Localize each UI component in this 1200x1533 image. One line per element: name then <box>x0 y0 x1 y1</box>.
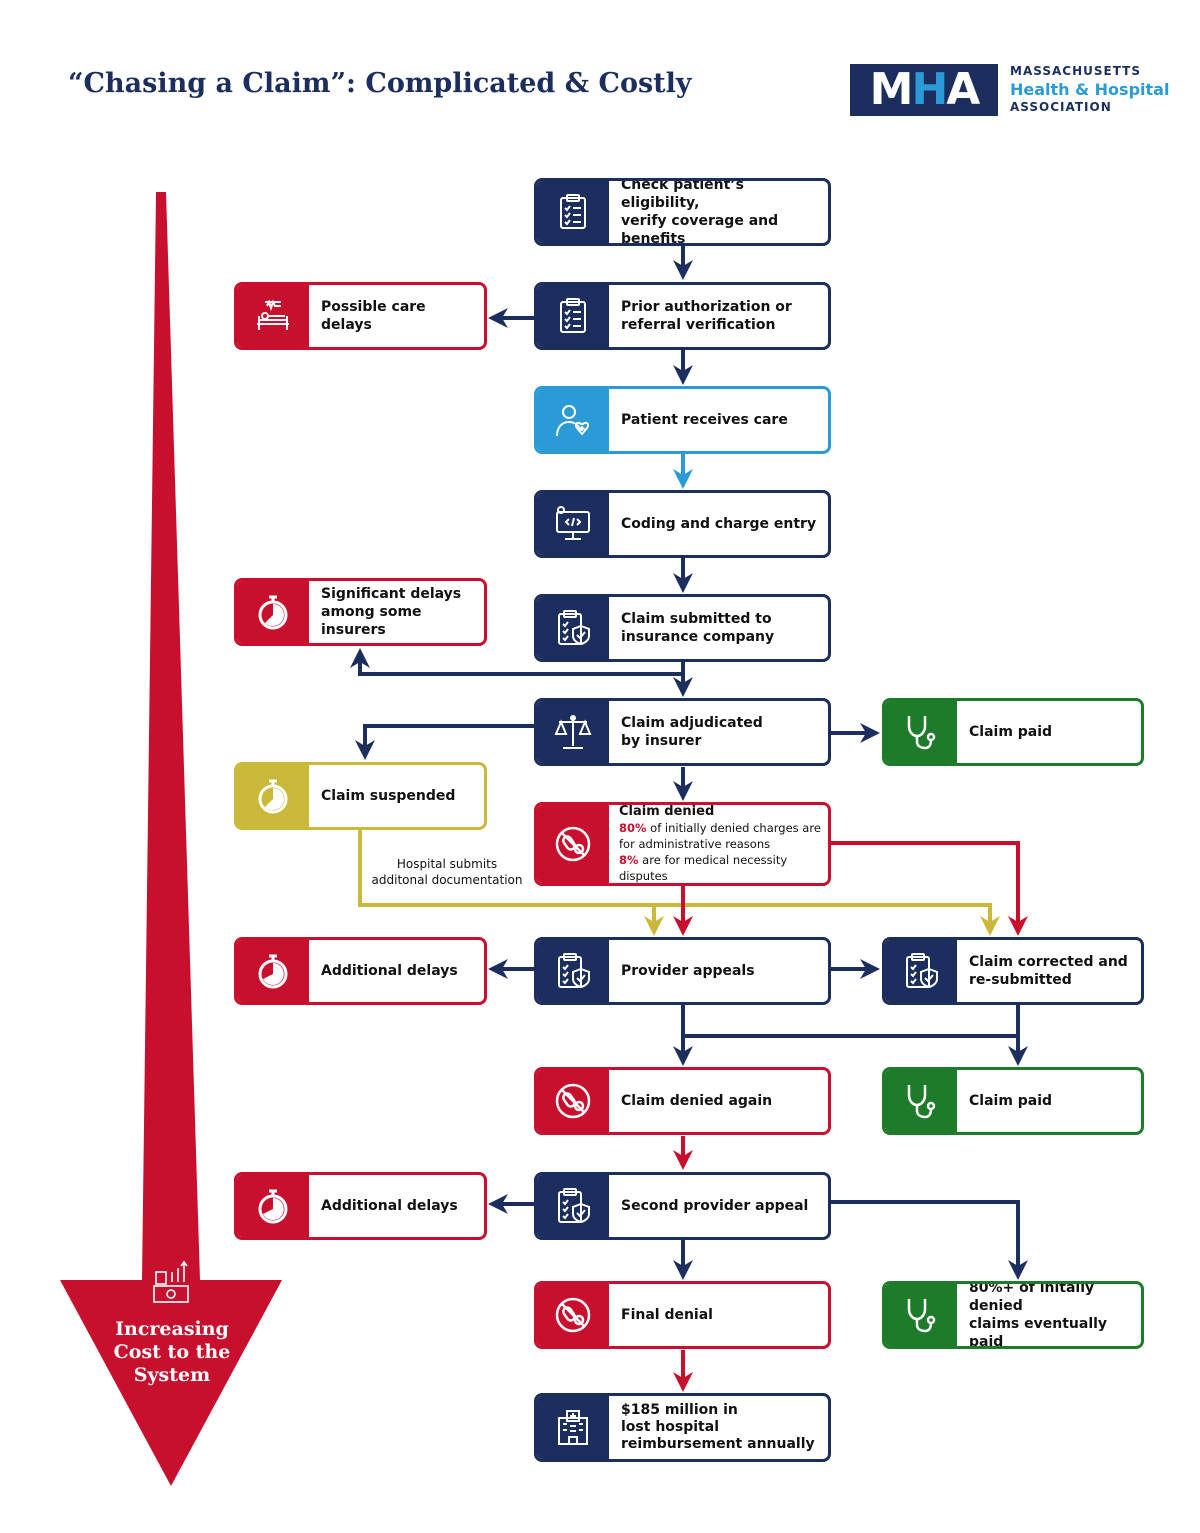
step-lost-line3: reimbursement annually <box>621 1436 815 1452</box>
logo-text: MASSACHUSETTS Health & Hospital ASSOCIAT… <box>1010 64 1169 115</box>
logo-line-1: MASSACHUSETTS <box>1010 64 1141 78</box>
step-additional-delays-2-line1: Additional delays <box>321 1198 458 1214</box>
step-provider-appeals-line1: Provider appeals <box>621 963 755 979</box>
stopwatch-icon <box>258 954 288 989</box>
step-significant-delays: Significant delays among some insurers <box>234 578 487 646</box>
stopwatch-icon <box>258 779 288 814</box>
step-claim-paid-1-line1: Claim paid <box>969 724 1053 740</box>
clipboard-shield-icon <box>558 953 590 989</box>
no-pills-icon <box>555 826 591 862</box>
cost-arrow-label: Increasing Cost to the System <box>92 1318 252 1387</box>
page-title: “Chasing a Claim”: Complicated & Costly <box>68 68 692 99</box>
step-eventually-paid-line1: 80%+ of initally denied <box>969 1281 1095 1314</box>
step-significant-delays-line1: Significant delays <box>321 586 462 602</box>
step-submitted-line2: insurance company <box>621 629 775 645</box>
step-significant-delays-line2: among some insurers <box>321 604 422 638</box>
clipboard-checklist-icon <box>560 298 586 333</box>
money-stack-icon <box>153 1260 189 1303</box>
step-eventually-paid-line2: claims eventually paid <box>969 1316 1108 1349</box>
step-eligibility: Check patient’s eligibility,verify cover… <box>534 178 831 246</box>
step-claim-denied-again-line1: Claim denied again <box>621 1093 773 1109</box>
step-submitted-line1: Claim submitted to <box>621 611 772 627</box>
clipboard-shield-icon <box>558 610 590 646</box>
clipboard-shield-icon <box>558 1188 590 1224</box>
no-pills-icon <box>555 1083 591 1119</box>
step-adjudicated-line2: by insurer <box>621 733 702 749</box>
step-receives-care-line1: Patient receives care <box>621 412 788 428</box>
documentation-note: Hospital submits additonal documentation <box>362 856 532 888</box>
denied-stat-admin: 80% of initially denied charges are for … <box>619 820 826 852</box>
cost-arrow <box>60 192 282 1486</box>
denied-stat-medical: 8% are for medical necessity disputes <box>619 852 826 883</box>
step-adjudicated: Claim adjudicated by insurer <box>534 698 831 766</box>
clipboard-checklist-icon <box>560 194 586 229</box>
step-claim-denied: Claim denied 80% of initially denied cha… <box>534 802 831 886</box>
scales-icon <box>554 715 592 749</box>
step-additional-delays-2: Additional delays <box>234 1172 487 1240</box>
step-additional-delays-1-line1: Additional delays <box>321 963 458 979</box>
step-second-appeal: Second provider appeal <box>534 1172 831 1240</box>
step-claim-corrected-line2: re-submitted <box>969 972 1072 988</box>
documentation-note-line2: additonal documentation <box>371 873 523 887</box>
step-submitted: Claim submitted to insurance company <box>534 594 831 662</box>
step-eligibility-line2: verify coverage and benefits <box>621 213 779 246</box>
denied-stat-medical-pct: 8% <box>619 853 639 867</box>
step-claim-paid-2: Claim paid <box>882 1067 1144 1135</box>
cost-arrow-line3: System <box>133 1364 211 1386</box>
step-claim-suspended-line1: Claim suspended <box>321 788 456 804</box>
step-adjudicated-line1: Claim adjudicated <box>621 715 763 731</box>
cost-arrow-line1: Increasing <box>115 1318 229 1340</box>
step-claim-paid-2-line1: Claim paid <box>969 1093 1053 1109</box>
doctor-icon <box>556 405 590 437</box>
cost-arrow-line2: Cost to the <box>113 1341 231 1363</box>
logo-mark: MHA <box>850 64 998 116</box>
step-lost-line1: $185 million in <box>621 1402 738 1418</box>
step-prior-auth-line1: Prior authorization or <box>621 299 792 315</box>
step-eligibility-line1: Check patient’s eligibility, <box>621 178 744 211</box>
stethoscope-icon <box>907 716 936 750</box>
step-additional-delays-1: Additional delays <box>234 937 487 1005</box>
stethoscope-icon <box>907 1299 936 1333</box>
denied-stat-admin-text: of initially denied charges are for admi… <box>619 821 821 851</box>
hospital-bed-icon <box>257 299 289 330</box>
step-final-denial: Final denial <box>534 1281 831 1349</box>
step-coding: Coding and charge entry <box>534 490 831 558</box>
step-provider-appeals: Provider appeals <box>534 937 831 1005</box>
logo-line-3: ASSOCIATION <box>1010 100 1112 114</box>
stopwatch-icon <box>258 595 288 630</box>
step-prior-auth: Prior authorization or referral verificat… <box>534 282 831 350</box>
step-final-denial-line1: Final denial <box>621 1307 713 1323</box>
step-coding-line1: Coding and charge entry <box>621 516 817 532</box>
step-claim-corrected: Claim corrected and re-submitted <box>882 937 1144 1005</box>
step-lost-line2: lost hospital <box>621 1419 719 1435</box>
logo-line-2: Health & Hospital <box>1010 80 1170 99</box>
step-second-appeal-line1: Second provider appeal <box>621 1198 809 1214</box>
no-pills-icon <box>555 1297 591 1333</box>
step-care-delays: Possible care delays <box>234 282 487 350</box>
step-claim-paid-1: Claim paid <box>882 698 1144 766</box>
computer-code-icon <box>556 506 590 540</box>
step-claim-corrected-line1: Claim corrected and <box>969 954 1128 970</box>
step-care-delays-line1: Possible care delays <box>321 299 426 333</box>
step-claim-denied-again: Claim denied again <box>534 1067 831 1135</box>
step-prior-auth-line2: referral verification <box>621 317 776 333</box>
stopwatch-icon <box>258 1189 288 1224</box>
step-claim-denied-heading: Claim denied <box>619 804 715 819</box>
hospital-building-icon <box>558 1409 588 1445</box>
denied-stat-medical-text: are for medical necessity disputes <box>619 853 788 883</box>
clipboard-shield-icon <box>906 953 938 989</box>
step-claim-suspended: Claim suspended <box>234 762 487 830</box>
step-receives-care: Patient receives care <box>534 386 831 454</box>
documentation-note-line1: Hospital submits <box>396 857 498 871</box>
denied-stat-admin-pct: 80% <box>619 821 647 835</box>
stethoscope-icon <box>907 1085 936 1119</box>
